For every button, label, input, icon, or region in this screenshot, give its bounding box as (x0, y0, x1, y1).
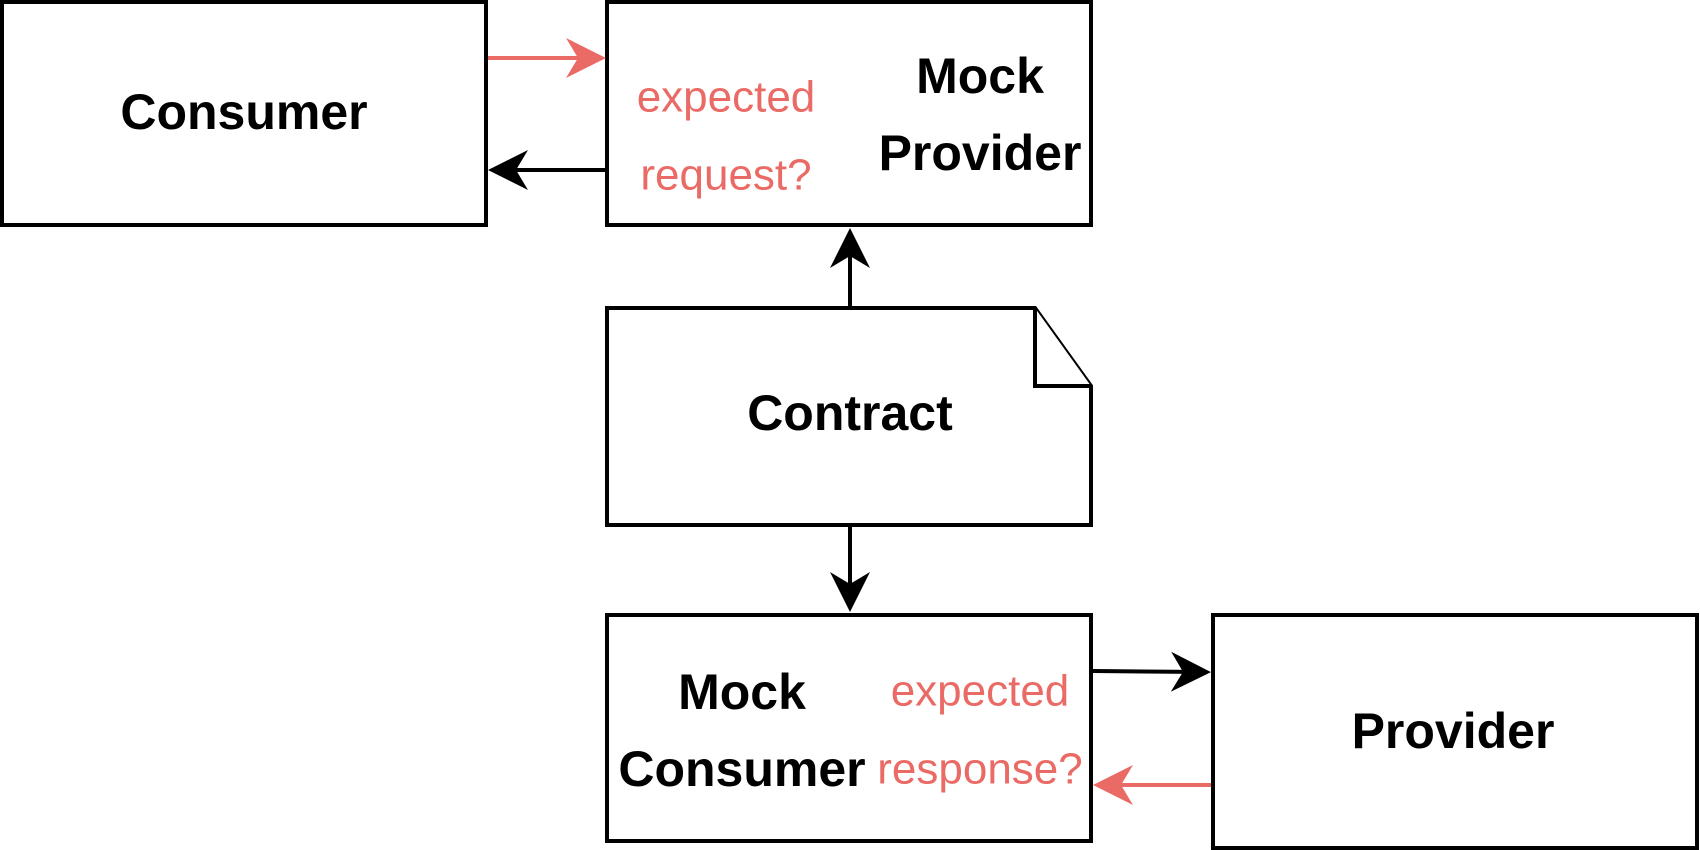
mock-provider-note-line2: request? (640, 151, 811, 200)
mock-provider-note-line1: expected (637, 73, 816, 122)
mock-consumer-note-line2: response? (877, 745, 1082, 794)
provider-node: Provider (1211, 613, 1699, 850)
contract-label: Contract (747, 385, 953, 441)
edge-mock-consumer-to-provider (1092, 651, 1211, 692)
consumer-label: Consumer (120, 84, 367, 140)
mock-provider-label-line2: Provider (879, 125, 1082, 181)
mock-consumer-node: Mock Consumer expected response? (605, 613, 1093, 843)
mock-provider-label-line1: Mock (916, 48, 1044, 104)
contract-node: Contract (605, 306, 1093, 527)
provider-label: Provider (1352, 703, 1555, 759)
mock-consumer-label-line2: Consumer (618, 741, 865, 797)
mock-provider-node: expected request? Mock Provider (605, 0, 1093, 227)
consumer-node: Consumer (0, 0, 488, 227)
mock-consumer-note-line1: expected (891, 667, 1070, 716)
mock-consumer-label-line1: Mock (678, 664, 806, 720)
